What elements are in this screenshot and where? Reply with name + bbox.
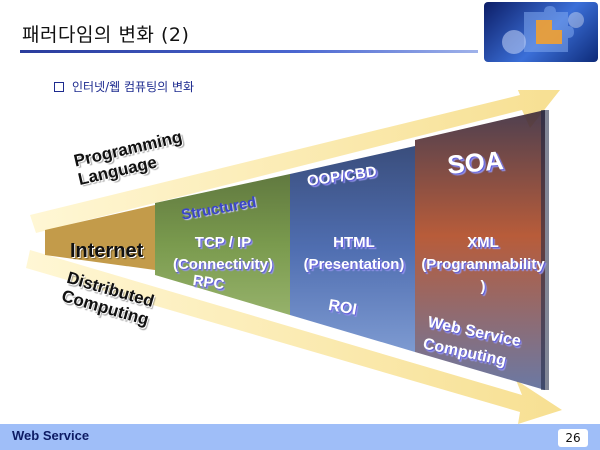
column-soa-edge — [541, 110, 549, 390]
page-number: 26 — [558, 429, 588, 447]
slide-title: 패러다임의 변화 (2) — [22, 24, 190, 46]
footer-label: Web Service — [12, 428, 90, 443]
bullet-item: 인터넷/웹 컴퓨팅의 변화 — [54, 78, 194, 95]
title-rule — [20, 50, 478, 53]
bullet-text: 인터넷/웹 컴퓨팅의 변화 — [72, 80, 195, 94]
tcpip-label: TCP / IP (Connectivity) — [172, 234, 273, 273]
bullet-box-icon — [54, 81, 64, 92]
lower-arrow — [26, 250, 562, 424]
internet-label: Internet — [70, 240, 144, 262]
column-soa — [415, 110, 545, 390]
column-structured — [155, 174, 290, 315]
html-label: HTML (Presentation) — [303, 234, 405, 273]
column-internet — [45, 205, 155, 270]
paradigm-diagram — [26, 90, 562, 424]
column-oop — [290, 146, 415, 352]
soa-label: SOA — [446, 145, 505, 180]
puzzle-image — [484, 2, 598, 62]
xml-label: XML (Programmability ) — [421, 234, 545, 295]
footer-bar — [0, 424, 600, 450]
puzzle-icon — [502, 6, 584, 54]
upper-arrow — [30, 90, 560, 233]
